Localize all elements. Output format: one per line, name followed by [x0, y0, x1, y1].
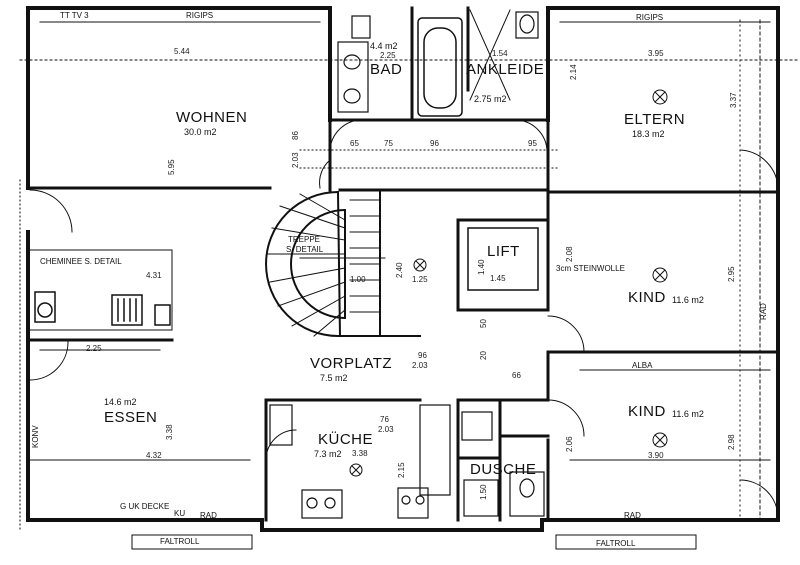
note-rad-1: RAD [200, 511, 217, 520]
toilet [515, 11, 539, 39]
room-name-kueche: KÜCHE [318, 431, 374, 448]
room-name-lift: LIFT [487, 243, 520, 260]
dim-4-31: 4.31 [146, 271, 162, 280]
dim-3-95: 3.95 [648, 49, 664, 58]
note-faltrolo-2: FALTROLL [596, 539, 636, 548]
dim-2-03-b: 2.03 [412, 361, 428, 370]
dim-3-90: 3.90 [648, 451, 664, 460]
note-steinwolle: 3cm STEINWOLLE [556, 264, 625, 273]
dim-2-08: 2.08 [565, 246, 574, 262]
dim-96-a: 96 [430, 139, 439, 148]
note-rad-2: RAD [624, 511, 641, 520]
kitchen-units [269, 404, 451, 519]
dim-1-00: 1.00 [350, 275, 366, 284]
dim-66: 66 [512, 371, 521, 380]
note-rad-3: RAD [759, 303, 768, 320]
dim-20: 20 [479, 351, 488, 360]
dim-4-32: 4.32 [146, 451, 162, 460]
dim-1-50: 1.50 [479, 484, 488, 500]
bathtub [417, 17, 463, 117]
dim-5-95: 5.95 [167, 159, 176, 175]
room-area-vorplatz: 7.5 m2 [320, 373, 348, 383]
dim-95: 95 [528, 139, 537, 148]
dim-76: 76 [380, 415, 389, 424]
dim-2-03-a: 2.03 [291, 152, 300, 168]
note-rigips-right: RIGIPS [636, 13, 664, 22]
room-area-eltern: 18.3 m2 [632, 129, 665, 139]
dim-3-38: 3.38 [165, 424, 174, 440]
room-area-essen: 14.6 m2 [104, 397, 137, 407]
interior-walls [26, 6, 780, 522]
room-name-kind-1: KIND [628, 289, 666, 306]
dim-3-37: 3.37 [729, 92, 738, 108]
note-alba: ALBA [632, 361, 653, 370]
dim-1-54: 1.54 [492, 49, 508, 58]
room-area-kueche: 7.3 m2 [314, 449, 342, 459]
detail-lines [19, 19, 800, 531]
note-rigips-left: RIGIPS [186, 11, 214, 20]
note-ku: KU [174, 509, 186, 518]
washbasins [337, 15, 371, 113]
dim-50: 50 [479, 319, 488, 328]
note-cheminee: CHEMINEE S. DETAIL [40, 257, 122, 266]
dim-2-14: 2.14 [569, 64, 578, 80]
note-ttv: TT TV 3 [60, 11, 89, 20]
room-name-dusche: DUSCHE [470, 461, 537, 478]
dim-2-25-a: 2.25 [380, 51, 396, 60]
dim-1-45: 1.45 [490, 274, 506, 283]
dim-96-b: 96 [418, 351, 427, 360]
dim-2-40: 2.40 [395, 262, 404, 278]
room-area-kind-2: 11.6 m2 [672, 409, 704, 419]
stair-treads [267, 193, 386, 337]
dim-1-25: 1.25 [412, 275, 428, 284]
window-sills [131, 534, 697, 550]
note-faltrolo-1: FALTROLL [160, 537, 200, 546]
dim-2-03-c: 2.03 [378, 425, 394, 434]
dim-2-98: 2.98 [727, 434, 736, 450]
dim-75: 75 [384, 139, 393, 148]
dim-65: 65 [350, 139, 359, 148]
room-area-kind-1: 11.6 m2 [672, 295, 704, 305]
note-decke: G UK DECKE [120, 502, 170, 511]
room-area-ankleide: 2.75 m2 [474, 94, 507, 104]
dim-2-95: 2.95 [727, 266, 736, 282]
lift-shaft [467, 227, 539, 291]
dim-3-38-b: 3.38 [352, 449, 368, 458]
cheminee [34, 291, 171, 326]
dim-5-44: 5.44 [174, 47, 190, 56]
outer-walls [26, 6, 780, 532]
dim-86: 86 [291, 131, 300, 140]
room-area-wohnen: 30.0 m2 [184, 127, 217, 137]
room-name-bad: BAD [370, 61, 403, 78]
room-area-bad: 4.4 m2 [370, 41, 398, 51]
room-name-wohnen: WOHNEN [176, 109, 248, 126]
note-treppe: TREPPE [288, 235, 321, 244]
dim-2-25-b: 2.25 [86, 344, 102, 353]
light-markers [349, 89, 668, 477]
shower [461, 411, 545, 517]
room-name-eltern: ELTERN [624, 111, 686, 128]
dim-1-40: 1.40 [477, 259, 486, 275]
ankleide-diagonals [469, 9, 511, 101]
room-name-kind-2: KIND [628, 403, 666, 420]
door-swings [29, 119, 779, 519]
room-name-vorplatz: VORPLATZ [310, 355, 393, 372]
note-treppe-detail: S. DETAIL [286, 245, 324, 254]
dim-2-06: 2.06 [565, 436, 574, 452]
room-name-essen: ESSEN [104, 409, 158, 426]
note-konv: KONV [31, 425, 40, 448]
room-name-ankleide: ANKLEIDE [466, 61, 545, 78]
dim-2-15: 2.15 [397, 462, 406, 478]
